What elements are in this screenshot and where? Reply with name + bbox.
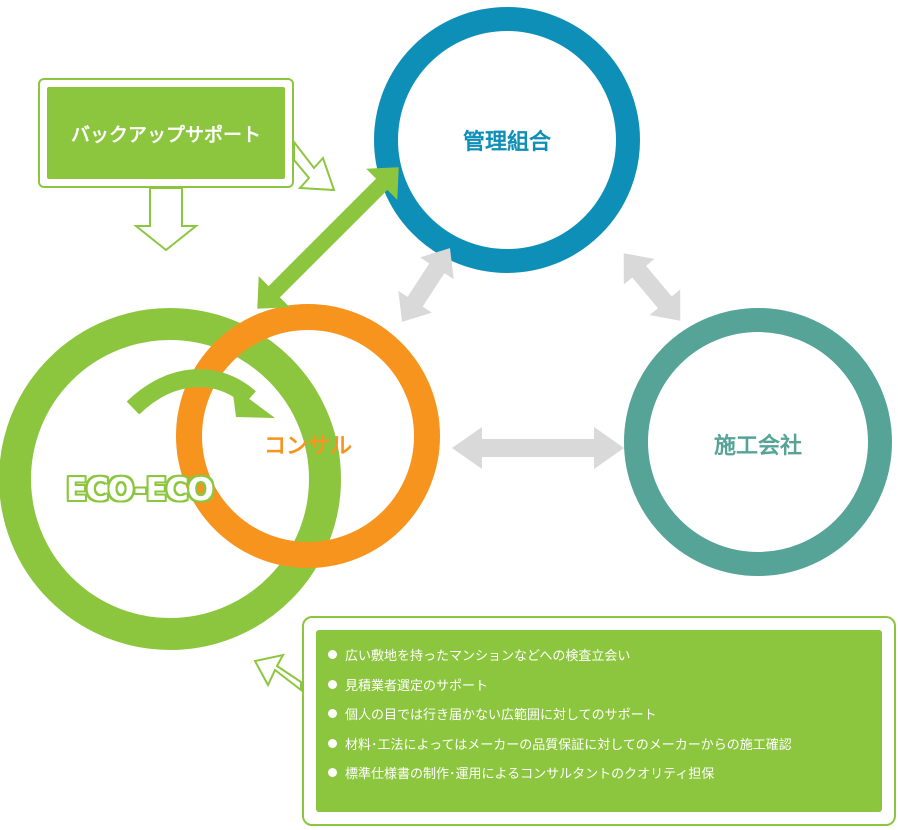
kanri-label: 管理組合 bbox=[462, 130, 551, 155]
eco-ring bbox=[0, 308, 341, 650]
consul-ring bbox=[176, 304, 440, 568]
services-list: 広い敷地を持ったマンションなどへの検査立会い 見積業者選定のサポート 個人の目で… bbox=[316, 630, 882, 790]
backup-support-box: バックアップサポート bbox=[38, 78, 294, 188]
curved-arrow-head bbox=[232, 386, 275, 418]
eco-label: ECO-ECO bbox=[66, 472, 214, 508]
bullet-icon bbox=[328, 738, 337, 748]
service-text: 標準仕様書の制作･運用によるコンサルタントのクオリティ担保 bbox=[345, 767, 715, 782]
arrow-kanri-sekou bbox=[623, 253, 681, 321]
services-inner: 広い敷地を持ったマンションなどへの検査立会い 見積業者選定のサポート 個人の目で… bbox=[316, 630, 882, 812]
info-arrow bbox=[253, 653, 302, 693]
bullet-icon bbox=[328, 679, 337, 689]
sekou-label: 施工会社 bbox=[713, 434, 802, 459]
service-text: 個人の目では行き届かない広範囲に対してのサポート bbox=[345, 708, 657, 723]
service-item: 見積業者選定のサポート bbox=[328, 672, 882, 702]
service-text: 材料･工法によってはメーカーの品質保証に対してのメーカーからの施工確認 bbox=[345, 737, 792, 753]
gray-arrows bbox=[398, 248, 681, 469]
backup-arrow-down bbox=[133, 187, 199, 252]
services-box: 広い敷地を持ったマンションなどへの検査立会い 見積業者選定のサポート 個人の目で… bbox=[302, 616, 896, 826]
service-item: 広い敷地を持ったマンションなどへの検査立会い bbox=[328, 642, 882, 672]
curved-arrow bbox=[126, 369, 256, 415]
kanri-ring bbox=[374, 7, 640, 273]
service-item: 標準仕様書の制作･運用によるコンサルタントのクオリティ担保 bbox=[328, 760, 882, 790]
backup-support-label: バックアップサポート bbox=[70, 123, 261, 146]
backup-arrow-right bbox=[293, 139, 336, 192]
service-item: 材料･工法によってはメーカーの品質保証に対してのメーカーからの施工確認 bbox=[328, 731, 882, 761]
arrow-eco-kanri bbox=[257, 167, 399, 309]
service-text: 広い敷地を持ったマンションなどへの検査立会い bbox=[345, 649, 631, 664]
consul-label: コンサル bbox=[263, 434, 352, 459]
service-text: 見積業者選定のサポート bbox=[345, 678, 489, 694]
bullet-icon bbox=[328, 709, 337, 718]
bullet-icon bbox=[328, 650, 337, 659]
sekou-ring bbox=[624, 308, 892, 576]
backup-support-inner: バックアップサポート bbox=[47, 87, 285, 179]
bullet-icon bbox=[328, 768, 337, 777]
service-item: 個人の目では行き届かない広範囲に対してのサポート bbox=[328, 701, 882, 731]
arrow-consul-sekou bbox=[452, 427, 624, 469]
arrow-kanri-consul bbox=[398, 248, 454, 322]
